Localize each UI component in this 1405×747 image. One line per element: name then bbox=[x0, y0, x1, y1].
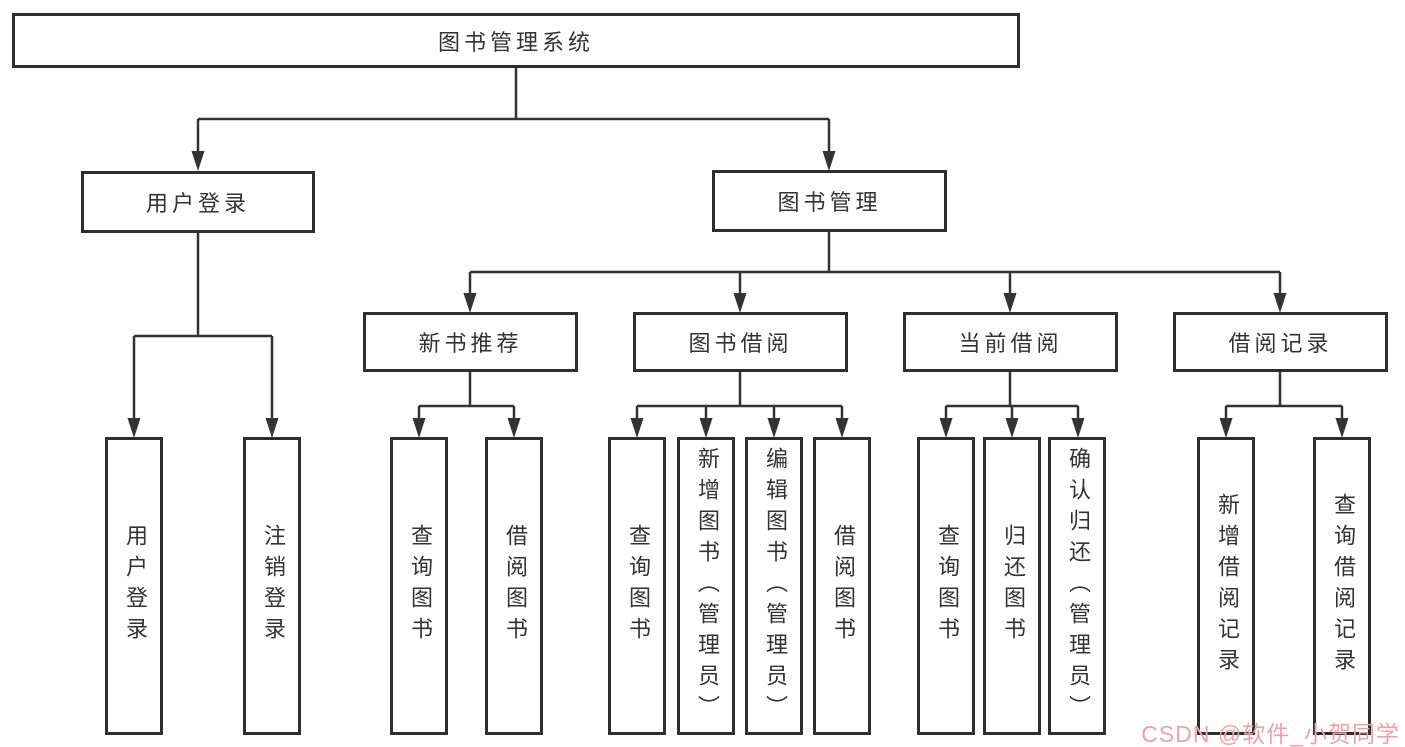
node-leaf-return-book: 归还图书 bbox=[983, 437, 1041, 735]
node-leaf-add-book-admin: 新增图书（管理员） bbox=[677, 437, 735, 735]
node-leaf-query-books-borrow: 查询图书 bbox=[608, 437, 666, 735]
node-leaf-add-borrow-record: 新增借阅记录 bbox=[1197, 437, 1255, 735]
node-leaf-user-login: 用户登录 bbox=[105, 437, 163, 735]
node-new-book-recommend: 新书推荐 bbox=[363, 312, 578, 372]
node-book-borrow: 图书借阅 bbox=[633, 312, 848, 372]
node-user-login: 用户登录 bbox=[81, 171, 315, 233]
node-leaf-query-books-current: 查询图书 bbox=[917, 437, 975, 735]
node-leaf-logout: 注销登录 bbox=[243, 437, 301, 735]
node-current-borrow: 当前借阅 bbox=[903, 312, 1118, 372]
csdn-watermark: CSDN @软件_小贺同学 bbox=[1141, 721, 1400, 747]
node-leaf-query-borrow-record: 查询借阅记录 bbox=[1313, 437, 1371, 735]
node-leaf-confirm-return-admin: 确认归还（管理员） bbox=[1048, 437, 1106, 735]
node-book-management: 图书管理 bbox=[712, 170, 947, 232]
node-leaf-borrow-books-recommend: 借阅图书 bbox=[485, 437, 543, 735]
node-leaf-borrow-books: 借阅图书 bbox=[813, 437, 871, 735]
node-leaf-edit-book-admin: 编辑图书（管理员） bbox=[745, 437, 803, 735]
node-root: 图书管理系统 bbox=[12, 13, 1020, 68]
node-borrow-records: 借阅记录 bbox=[1173, 312, 1388, 372]
node-leaf-query-books-recommend: 查询图书 bbox=[390, 437, 448, 735]
